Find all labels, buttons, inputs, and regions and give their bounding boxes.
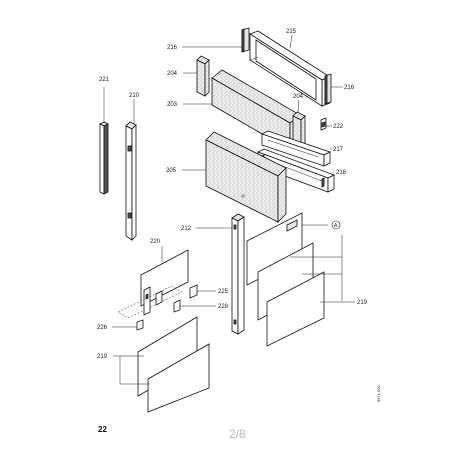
label-226: 226 bbox=[97, 325, 108, 331]
part-219-glass-pane-front-b bbox=[147, 343, 210, 413]
label-203: 203 bbox=[167, 102, 178, 108]
part-204-insulation-block bbox=[196, 55, 210, 97]
page-fraction: 2/8 bbox=[229, 427, 246, 441]
part-217-frame bbox=[260, 130, 332, 167]
label-228: 228 bbox=[218, 304, 229, 310]
part-225-bracket bbox=[189, 284, 198, 299]
page-number: 22 bbox=[98, 425, 107, 434]
part-222-clip bbox=[320, 117, 327, 131]
label-217: 217 bbox=[333, 147, 344, 153]
label-212: 212 bbox=[181, 226, 192, 232]
label-218: 218 bbox=[336, 170, 347, 176]
part-216-left-strip bbox=[241, 27, 250, 53]
label-215: 215 bbox=[286, 29, 297, 35]
part-215-top-frame bbox=[249, 30, 331, 107]
label-219-left: 219 bbox=[97, 354, 108, 360]
part-219-glass-pane-lower bbox=[266, 271, 325, 347]
part-212-door-profile bbox=[231, 213, 245, 335]
part-226-clip bbox=[136, 319, 144, 331]
part-220-inner-panel bbox=[140, 249, 189, 307]
part-210-side-profile bbox=[125, 121, 137, 241]
label-204-left: 204 bbox=[167, 71, 178, 77]
label-221: 221 bbox=[99, 77, 110, 83]
part-228-bracket bbox=[173, 299, 181, 313]
reference-circle-a bbox=[331, 220, 341, 230]
drawing-code: 9971 000 bbox=[376, 385, 381, 402]
label-220: 220 bbox=[150, 239, 161, 245]
leader-lines bbox=[103, 34, 355, 385]
part-205-insulation-slab bbox=[205, 131, 287, 223]
label-216-right: 216 bbox=[344, 85, 355, 91]
part-labels: 216 215 204 203 216 204 222 217 218 205 … bbox=[97, 29, 381, 402]
part-216-right-strip bbox=[324, 73, 332, 105]
label-216-left: 216 bbox=[167, 45, 178, 51]
label-205: 205 bbox=[166, 168, 177, 174]
hinge-assembly bbox=[117, 285, 183, 319]
label-204-right: 204 bbox=[293, 94, 304, 100]
part-221-side-bar bbox=[99, 121, 109, 195]
label-219-right: 219 bbox=[357, 300, 368, 306]
label-a: A bbox=[334, 223, 338, 229]
label-210: 210 bbox=[129, 93, 140, 99]
label-225: 225 bbox=[218, 289, 229, 295]
label-222: 222 bbox=[333, 124, 344, 130]
